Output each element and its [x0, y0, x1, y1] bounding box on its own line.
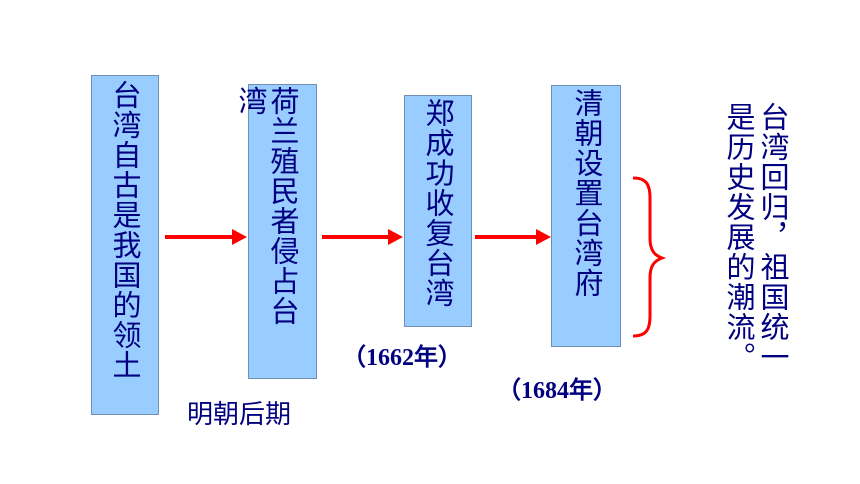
box-zheng-chenggong — [404, 95, 472, 327]
box-qing-prefecture — [551, 85, 621, 347]
box-dutch-occupation — [248, 84, 317, 379]
arrow-2-head — [388, 229, 403, 245]
box2-overflow-text: 湾 — [234, 86, 268, 116]
conclusion-col2: 是历史发展的潮流。 — [722, 102, 756, 372]
box2-text: 荷兰殖民者侵占台 — [266, 86, 300, 326]
arrow-3-head — [536, 229, 551, 245]
conclusion-col1: 台湾回归，祖国统一 — [756, 102, 790, 372]
arrow-1-head — [232, 229, 247, 245]
box3-text: 郑成功收复台湾 — [421, 98, 455, 308]
box-taiwan-territory — [91, 75, 159, 415]
brace — [632, 176, 667, 338]
year-1662-label: （1662年） — [342, 345, 462, 371]
box4-text: 清朝设置台湾府 — [570, 88, 604, 298]
box1-text: 台湾自古是我国的领土 — [108, 80, 142, 380]
year-1684-label: （1684年） — [497, 378, 617, 404]
period-label: 明朝后期 — [187, 400, 292, 430]
